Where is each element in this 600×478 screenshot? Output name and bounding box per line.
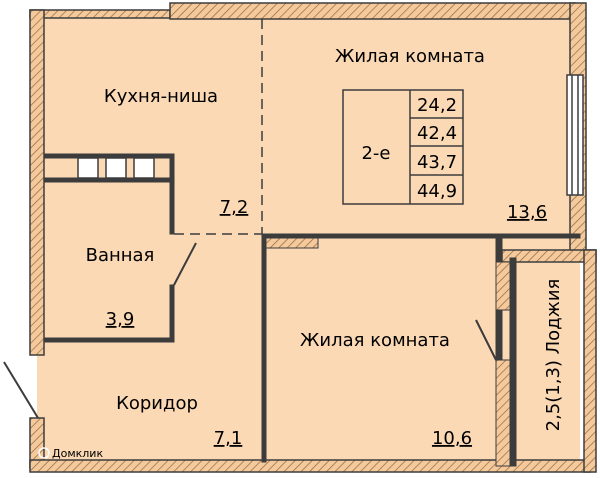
area-value-2: 42,4: [417, 123, 457, 144]
apartment-table: [342, 89, 464, 205]
exterior-walls: [29, 2, 597, 473]
window-right: [566, 74, 584, 196]
zone-dividers: [174, 19, 263, 235]
doors: [3, 242, 497, 419]
kitchen-label: Кухня-ниша: [104, 86, 218, 107]
living-small-area: 10,6: [432, 428, 472, 449]
loggia-wall-hatch: [495, 261, 511, 467]
living-small-label: Жилая комната: [300, 330, 450, 351]
bathroom-label: Ванная: [86, 245, 155, 266]
corridor-area: 7,1: [214, 428, 243, 449]
living-big-label: Жилая комната: [335, 46, 485, 67]
apartment-type: 2-е: [361, 143, 390, 164]
corridor-label: Коридор: [116, 393, 198, 414]
area-value-1: 24,2: [417, 95, 457, 116]
area-value-3: 43,7: [417, 152, 457, 173]
living-big-area: 13,6: [507, 202, 547, 223]
kitchen-area: 7,2: [220, 197, 249, 218]
watermark: Домклик: [38, 447, 103, 460]
watermark-text: Домклик: [52, 447, 103, 460]
interior-walls: [43, 153, 581, 467]
vent-blocks: [77, 157, 155, 179]
bathroom-area: 3,9: [106, 309, 135, 330]
area-value-4: 44,9: [417, 181, 457, 202]
loggia-label: 2,5(1,3) Лоджия: [543, 279, 564, 432]
